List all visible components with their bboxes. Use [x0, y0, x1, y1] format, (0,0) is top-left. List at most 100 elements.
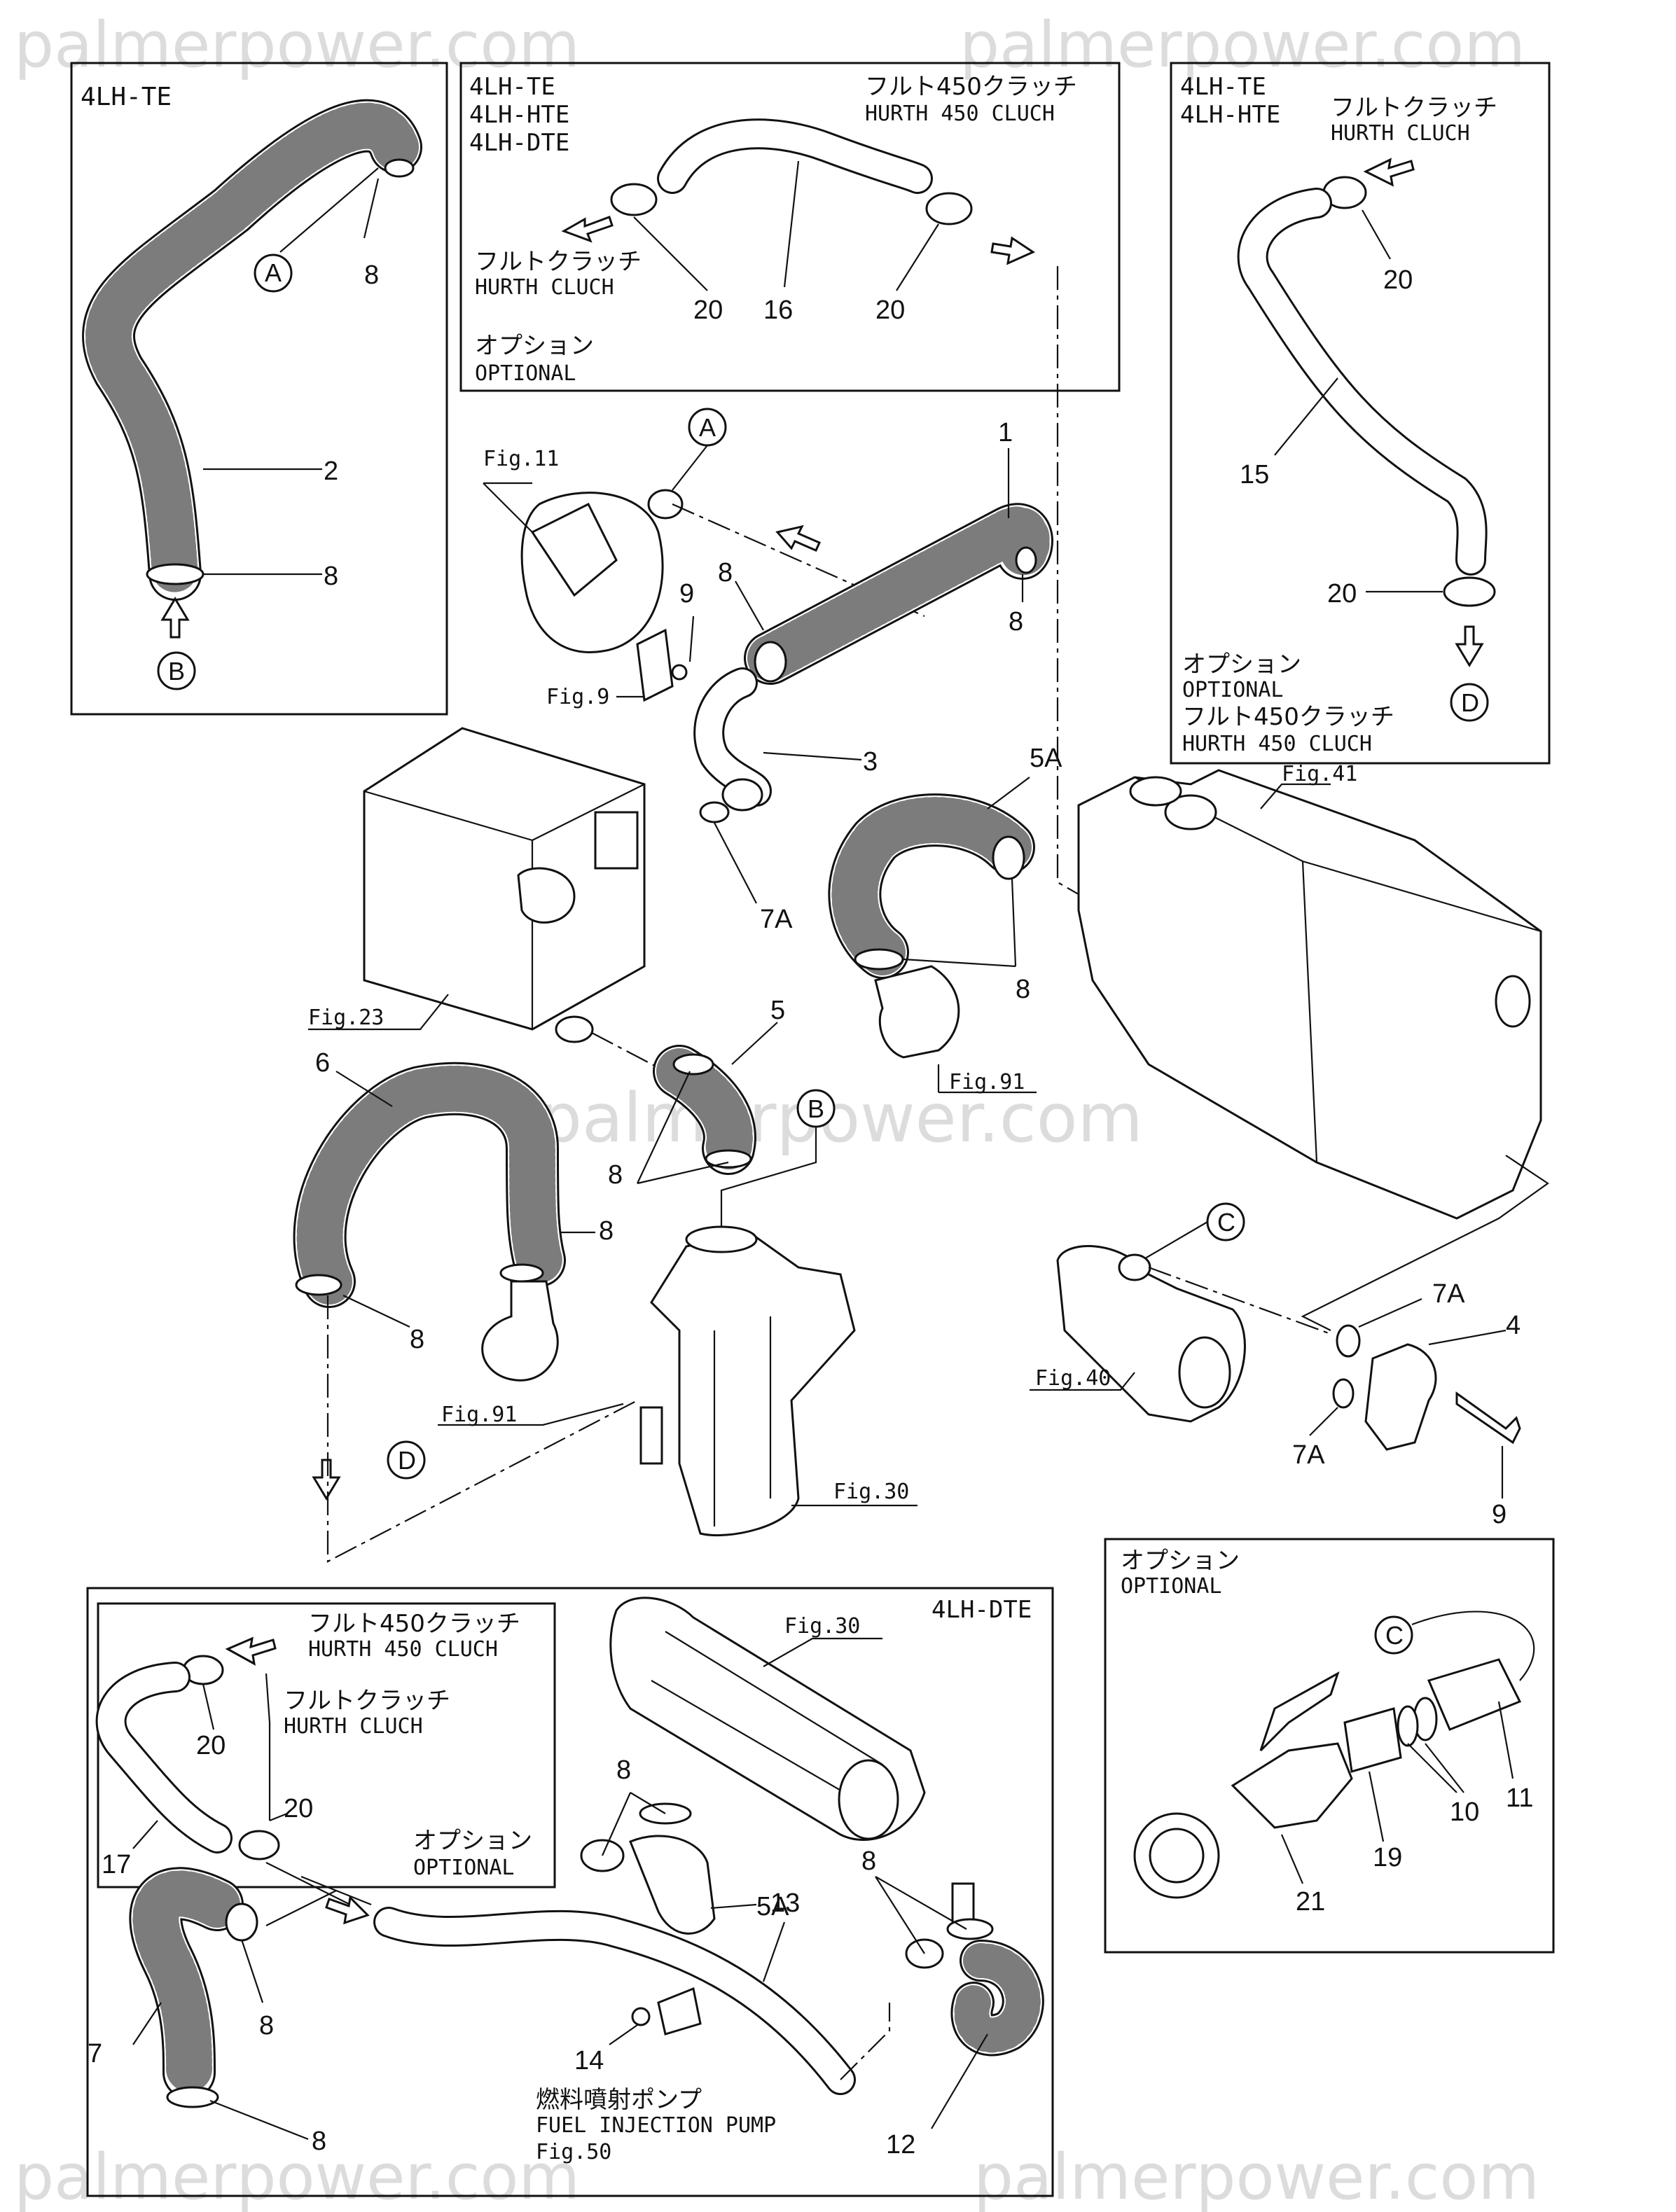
- elbow-outlet-lower: [481, 1280, 559, 1382]
- box-top-right: 4LH-TE 4LH-HTE フルトクラッチ HURTH CLUCH 20 15…: [1170, 62, 1551, 765]
- bracket-16: [657, 1987, 702, 2036]
- central-assembly: Fig.11 A 1 8 8 9 Fig.9 3: [293, 266, 1549, 1563]
- elbow-outlet-upper: [874, 965, 960, 1059]
- fig-ref-23: Fig.23: [308, 1006, 384, 1030]
- arrow-down-icon: [1455, 625, 1484, 667]
- heat-exchanger-center: [650, 1231, 856, 1536]
- fig-ref-91-upper: Fig.91: [949, 1070, 1025, 1094]
- hose-6: [828, 793, 1035, 979]
- label-18: 16: [763, 295, 793, 325]
- watermark-bottom-right: palmerpower.com: [974, 2141, 1539, 2212]
- oring-9-upper: [1336, 1324, 1361, 1358]
- connector-B-label-center: B: [808, 1094, 824, 1123]
- label-20-bottom-a: 20: [196, 1731, 226, 1760]
- exchanger-block: [363, 727, 646, 1031]
- label-9-center: 7A: [760, 905, 793, 934]
- label-7: 6: [315, 1048, 330, 1078]
- arrow-up-left-icon: [775, 524, 821, 552]
- label-19: 17: [102, 1850, 131, 1879]
- clamp-20-left: [610, 183, 658, 216]
- box-top-right-option-en: OPTIONAL: [1182, 678, 1284, 702]
- box-bottom-left: 4LH-DTE フルト450クラッチ HURTH 450 CLUCH フルトクラ…: [86, 1587, 1054, 2197]
- oring-9-lower: [1332, 1378, 1355, 1409]
- label-2: 2: [324, 457, 338, 486]
- box-top-middle: 4LH-TE 4LH-HTE 4LH-DTE フルト450クラッチ HURTH …: [459, 62, 1121, 392]
- label-7A: 7: [88, 2039, 102, 2068]
- label-5: 5: [770, 996, 785, 1025]
- connector-D-label-top-right: D: [1461, 688, 1479, 717]
- fig-ref-9: Fig.9: [546, 685, 609, 709]
- connector-A-top-left: [254, 253, 293, 293]
- label-20-top-right-a: 20: [1383, 265, 1413, 295]
- connector-B-label-top-left: B: [168, 657, 185, 686]
- connector-D-center: [387, 1440, 426, 1480]
- label-1: 1: [998, 418, 1013, 447]
- pipe-15: [373, 1907, 856, 2095]
- connector-C-label-bottom-right: C: [1385, 1621, 1404, 1650]
- clamp-8-bottom: [146, 563, 205, 585]
- box-top-middle-clutch-en: HURTH CLUCH: [475, 275, 614, 300]
- thermostat-cover-4: [1364, 1343, 1437, 1451]
- label-8-center-c: 8: [608, 1160, 623, 1190]
- box-top-middle-option-en: OPTIONAL: [475, 361, 576, 386]
- box-top-right-clutch450-en: HURTH 450 CLUCH: [1182, 732, 1372, 756]
- box-top-middle-clutch450-en: HURTH 450 CLUCH: [865, 102, 1055, 126]
- box-bottom-left-clutch450-en: HURTH 450 CLUCH: [308, 1637, 498, 1662]
- label-10: 9: [679, 579, 694, 608]
- label-9-lower: 7A: [1292, 1440, 1325, 1470]
- label-8-bottom-b: 8: [312, 2127, 326, 2156]
- engine-block: [1077, 769, 1542, 1220]
- box-top-right-model-2: 4LH-HTE: [1180, 101, 1280, 129]
- label-22: 21: [1296, 1887, 1325, 1917]
- box-bottom-left-clutch450-jp: フルト450クラッチ: [308, 1610, 520, 1638]
- adapter-21: [1343, 1707, 1402, 1773]
- label-13: 11: [1506, 1783, 1533, 1813]
- label-8-center-f: 8: [1016, 975, 1030, 1004]
- label-20-top-middle-a: 20: [693, 295, 723, 325]
- fig-ref-91-lower: Fig.91: [441, 1403, 517, 1427]
- label-12: 10: [1450, 1797, 1479, 1827]
- arrow-left-icon-top-right: [1363, 158, 1415, 187]
- arrow-left-icon: [561, 216, 614, 243]
- hose-5: [653, 1045, 756, 1175]
- hose-1: [744, 503, 1053, 685]
- label-5A: 5A: [756, 1892, 789, 1921]
- box-bottom-right: オプション OPTIONAL C 11 10 19 21: [1104, 1538, 1555, 1954]
- box-bottom-left-pump-en: FUEL INJECTION PUMP: [536, 2113, 776, 2138]
- label-17: 15: [1240, 460, 1269, 489]
- label-21: 19: [1373, 1843, 1402, 1872]
- label-20-bottom-b: 20: [284, 1794, 313, 1823]
- label-8-top-left-a: 8: [364, 260, 379, 290]
- connector-A-label-top-left: A: [265, 258, 282, 287]
- arrow-left-icon-bottom: [225, 1636, 277, 1666]
- box-bottom-left-pump-jp: 燃料噴射ポンプ: [536, 2086, 702, 2114]
- arrow-up-icon: [160, 597, 190, 639]
- label-3: 3: [863, 747, 878, 777]
- box-top-right-clutch-en: HURTH CLUCH: [1331, 121, 1470, 146]
- label-11: 9: [1492, 1500, 1507, 1529]
- arrow-right-icon: [990, 236, 1036, 265]
- label-8-bottom-d: 8: [861, 1846, 876, 1876]
- arrow-down-icon-left: [312, 1459, 341, 1501]
- box-top-middle-clutch450-jp: フルト450クラッチ: [865, 73, 1077, 101]
- clamp-8-top: [384, 158, 415, 178]
- connector-D-label-center: D: [398, 1446, 416, 1475]
- clamp-20-right: [925, 192, 973, 225]
- box-top-middle-model-2: 4LH-HTE: [469, 101, 569, 129]
- box-top-middle-model-1: 4LH-TE: [469, 73, 555, 101]
- fig-ref-40: Fig.40: [1035, 1366, 1111, 1391]
- box-top-left: 4LH-TE A 8 2 8 B: [70, 62, 448, 716]
- arrow-right-icon-bottom: [325, 1895, 370, 1925]
- label-8-center-e: 8: [410, 1325, 424, 1354]
- box-top-right-option-jp: オプション: [1182, 651, 1301, 679]
- box-bottom-right-option-en: OPTIONAL: [1121, 1574, 1222, 1599]
- label-15: 13: [770, 1888, 800, 1918]
- label-9-upper: 7A: [1432, 1279, 1465, 1309]
- hose-17: [1237, 188, 1488, 576]
- box-top-right-clutch-jp: フルトクラッチ: [1331, 94, 1497, 122]
- watermark-top-right: palmerpower.com: [960, 8, 1525, 82]
- watermark-bottom-left: palmerpower.com: [14, 2141, 580, 2212]
- hose-7A: [129, 1867, 244, 2099]
- box-bottom-left-clutch-jp: フルトクラッチ: [284, 1687, 450, 1715]
